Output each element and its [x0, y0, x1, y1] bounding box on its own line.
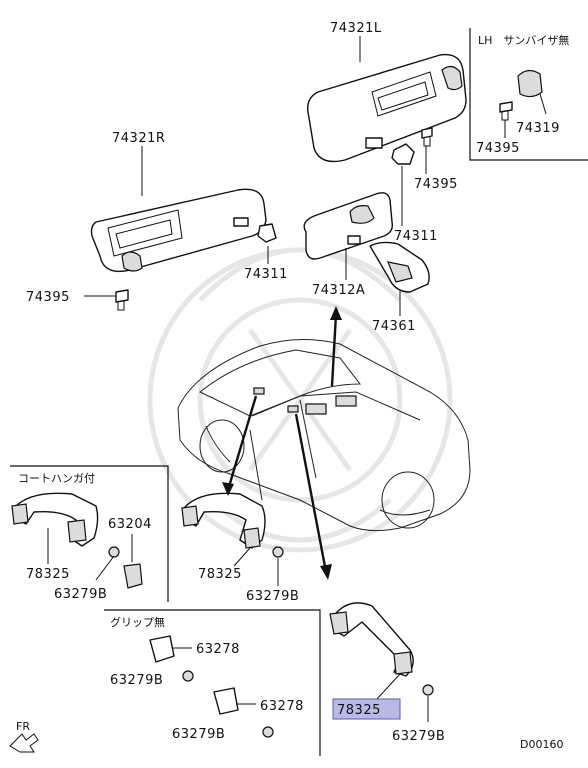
label-74361: 74361 [372, 319, 416, 334]
coat-hook-63204 [123, 563, 143, 589]
bolts-63279b [108, 546, 434, 738]
label-74319: 74319 [516, 121, 560, 136]
label-63279B-coat: 63279B [54, 587, 107, 602]
label-74395-lh: 74395 [414, 177, 458, 192]
header-lh-no-sunvisor: LH サンバイザ無 [478, 33, 569, 47]
front-direction-arrow [9, 733, 39, 753]
sunvisor-lh [307, 53, 467, 163]
label-78325-highlighted: 78325 [337, 703, 381, 718]
label-63204: 63204 [108, 517, 152, 532]
mirror-cover-74361 [369, 241, 430, 293]
header-coat-hanger: コートハンガ付 [18, 472, 95, 485]
visor-clip-74311-rh [257, 223, 277, 243]
holder-74319 [517, 69, 543, 98]
screw-74395-rh [115, 289, 129, 311]
grip-handle-right [329, 602, 414, 677]
label-63278-a: 63278 [196, 642, 240, 657]
label-74321L: 74321L [330, 21, 382, 36]
label-74321R: 74321R [112, 131, 165, 146]
label-63279B-center: 63279B [246, 589, 299, 604]
screw-74395-box [499, 101, 513, 121]
fr-label: FR [16, 720, 30, 733]
label-74395-rh: 74395 [26, 290, 70, 305]
sunvisor-rh [90, 188, 267, 273]
label-74395-box: 74395 [476, 141, 520, 156]
vehicle-outline [177, 339, 471, 532]
caps-63278 [149, 635, 239, 715]
label-63279B-a: 63279B [110, 673, 163, 688]
label-63278-b: 63278 [260, 699, 304, 714]
grip-handle-coat-hanger [11, 492, 99, 547]
label-74311-rh: 74311 [244, 267, 288, 282]
label-78325-center: 78325 [198, 567, 242, 582]
screw-74395-lh [421, 127, 433, 147]
label-63279B-b: 63279B [172, 727, 225, 742]
label-78325-coat: 78325 [26, 567, 70, 582]
label-63279B-right: 63279B [392, 729, 445, 744]
visor-clip-74311-lh [391, 143, 415, 165]
grip-handle-center [181, 492, 266, 549]
inset-frames [10, 28, 588, 756]
header-no-grip: グリップ無 [110, 615, 165, 629]
leader-lines [47, 36, 547, 722]
rear-view-mirror [303, 192, 394, 260]
highlighted-part-box [332, 698, 401, 720]
diagram-code: D00160 [520, 738, 563, 751]
label-74311-lh: 74311 [394, 229, 438, 244]
direction-arrows [222, 306, 342, 580]
label-74312A: 74312A [312, 283, 365, 298]
